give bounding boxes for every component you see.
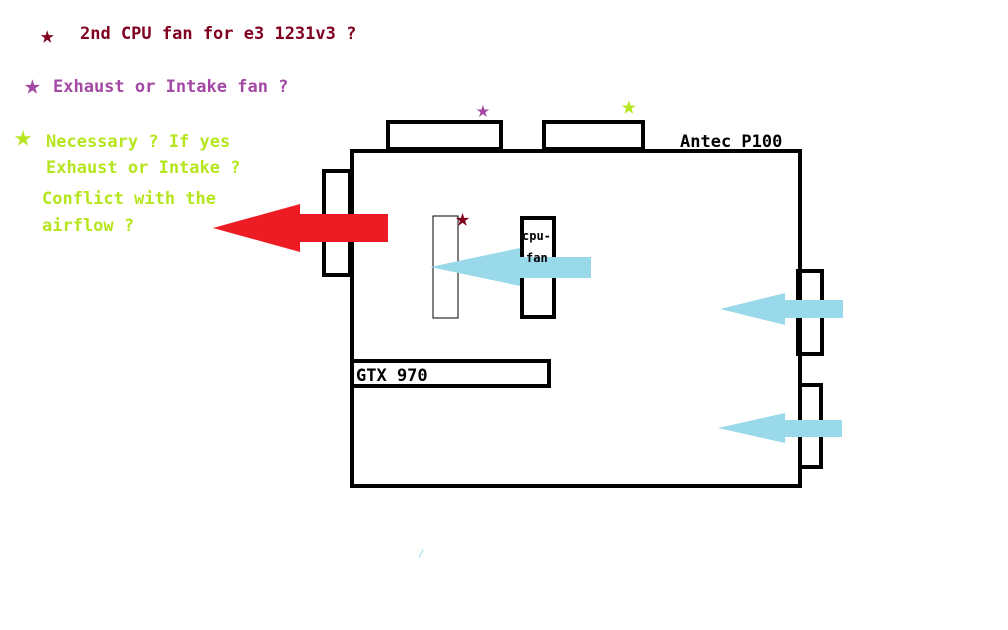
dark-red-star-icon-cpu: ★ (455, 203, 471, 232)
case-label: Antec P100 (680, 132, 783, 152)
top-fan-slot-right (542, 120, 645, 151)
cpu-airflow-arrow (430, 248, 591, 286)
legend-cpu-fan-question: 2nd CPU fan for e3 1231v3 ? (80, 24, 357, 44)
front-intake-arrow-lower (718, 413, 842, 443)
legend-green-line-3: Conflict with the (42, 189, 216, 209)
exhaust-arrow (213, 204, 388, 252)
green-star-icon-top-fan: ★ (621, 91, 637, 121)
cpu-fan-label-line-1: cpu- (522, 229, 551, 243)
cpu-fan-label-line-2: fan (526, 251, 548, 265)
gpu-card (350, 359, 551, 388)
legend-exhaust-or-intake: Exhaust or Intake fan ? (53, 77, 289, 97)
purple-star-icon-top-fan: ★ (476, 97, 490, 123)
green-star-icon: ★ (14, 119, 33, 154)
legend-green-line-1: Necessary ? If yes (46, 132, 231, 152)
top-fan-slot-left (386, 120, 503, 151)
dark-red-star-icon: ★ (40, 21, 55, 49)
purple-star-icon: ★ (24, 68, 41, 101)
legend-green-line-4: airflow ? (42, 216, 135, 236)
stray-mark: / (418, 547, 425, 560)
case-outline (350, 149, 802, 488)
legend-green-line-2: Exhaust or Intake ? (46, 158, 241, 178)
gpu-label: GTX 970 (356, 366, 428, 386)
front-intake-arrow-upper (720, 293, 843, 325)
